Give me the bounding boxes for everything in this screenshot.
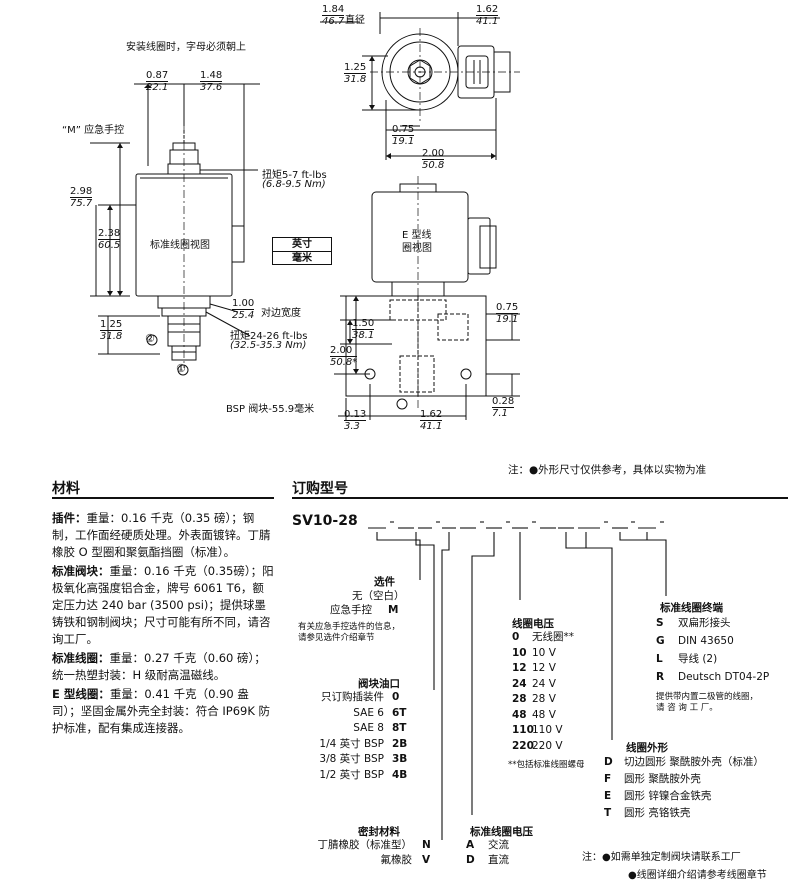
port-2-marker: ② (145, 332, 155, 345)
voltage-note: **包括标准线圈螺母 (508, 760, 585, 770)
e-coil-view-label-1: E 型线 (402, 230, 432, 241)
ordering-connectors (368, 521, 667, 840)
voltage-row: 220220 V (512, 739, 563, 752)
side-view-drawing (90, 83, 260, 376)
seal-title: 密封材料 (358, 826, 400, 838)
materials-list: 插件：重量：0.16 千克（0.35 磅）；钢制，工作面经硬质处理。外表面镀锌。… (52, 510, 274, 737)
top-view-drawing (320, 12, 520, 160)
option-note-2: 请参见选件介绍章节 (298, 633, 375, 643)
model-code: SV10-28 (292, 513, 358, 529)
std-coil-view-label: 标准线圈视图 (150, 240, 210, 251)
voltage-row: 110110 V (512, 724, 563, 736)
torque-2-nm: (32.5-35.3 Nm) (230, 340, 307, 351)
dimension-note: 注：●外形尺寸仅供参考，具体以实物为准 (508, 464, 707, 476)
torque-1-label: 扭矩5-7 ft-lbs (262, 170, 327, 181)
units-inch: 英寸 (273, 238, 331, 252)
front-view-drawing (334, 176, 520, 420)
material-item: E 型线圈：重量：0.41 千克（0.90 盎司）；坚固金属外壳全封装：符合 I… (52, 687, 271, 735)
coil-note: ●线圈详细介绍请参考线圈章节 (628, 870, 767, 881)
materials-rule (52, 497, 274, 499)
ordering-heading: 订购型号 (292, 481, 348, 497)
material-item: 标准线圈：重量：0.27 千克（0.60 磅）；统一热塑封装：H 级耐高温磁线。 (52, 651, 266, 682)
coil-voltage-type-title: 标准线圈电压 (470, 826, 533, 838)
coil-install-note: 安装线圈时，字母必须朝上 (126, 42, 246, 53)
torque-1-nm: (6.8-9.5 Nm) (262, 179, 326, 190)
diameter-label: 直径 (345, 15, 365, 26)
manual-override-label: “M” 应急手控 (62, 125, 125, 136)
port-1-marker: ① (176, 362, 186, 375)
across-flats-label: 对边宽度 (261, 308, 301, 319)
units-mm: 毫米 (292, 253, 312, 264)
housing-title: 线圈外形 (626, 742, 668, 754)
e-coil-view-label-2: 圈视图 (402, 243, 432, 254)
option-title: 选件 (374, 576, 395, 588)
bsp-block-label: BSP 阀块-55.9毫米 (226, 404, 315, 415)
termination-note-2: 请 咨 询 工 厂。 (656, 703, 718, 713)
block-note: 注：●如需单独定制阀块请联系工厂 (582, 852, 741, 863)
material-item: 插件：重量：0.16 千克（0.35 磅）；钢制，工作面经硬质处理。外表面镀锌。… (52, 511, 271, 559)
material-item: 标准阀块：重量：0.16 千克（0.35磅）；阳极氧化高强度铝合金，牌号 606… (52, 564, 274, 646)
materials-heading: 材料 (52, 481, 80, 497)
torque-2-label: 扭矩24-26 ft-lbs (230, 331, 308, 342)
termination-note-1: 提供带内置二极管的线圈， (656, 692, 759, 702)
termination-title: 标准线圈终端 (660, 602, 723, 614)
technical-drawing (90, 12, 520, 420)
seal-row: 丁腈橡胶（标准型）N (317, 839, 431, 851)
ordering-rule (292, 497, 788, 499)
units-legend: 英寸 毫米 (272, 237, 332, 265)
option-note-1: 有关应急手控选件的信息， (298, 622, 401, 632)
voltage-title: 线圈电压 (512, 618, 554, 630)
port-title: 阀块油口 (358, 678, 400, 690)
option-row: 无（空白） (352, 590, 405, 602)
